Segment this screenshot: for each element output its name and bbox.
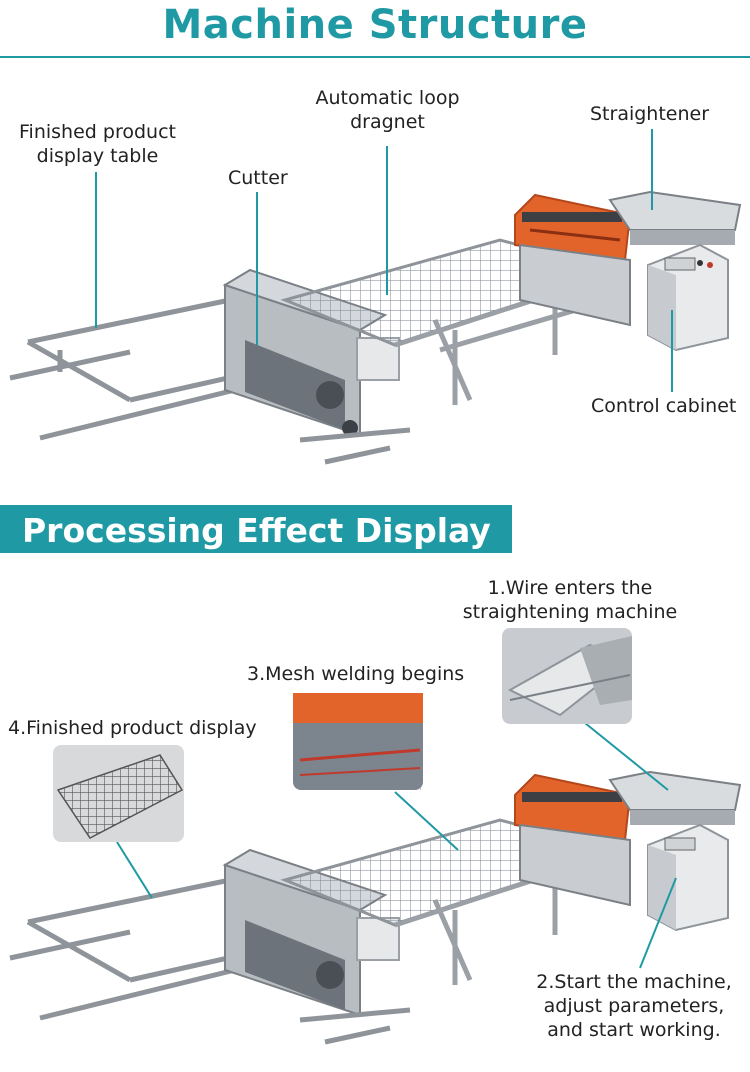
label-step2: 2.Start the machine, adjust parameters, … <box>520 970 748 1042</box>
page-title: Machine Structure <box>162 2 588 48</box>
label-step4: 4.Finished product display <box>8 717 257 739</box>
control-cabinet <box>647 243 729 352</box>
welding-head-bottom <box>514 773 632 907</box>
straightener <box>608 190 742 270</box>
label-dragnet: Automatic loop dragnet <box>305 86 470 134</box>
header-bar: Machine Structure <box>0 0 750 58</box>
label-step1: 1.Wire enters the straightening machine <box>455 576 685 624</box>
label-step3: 3.Mesh welding begins <box>247 663 465 685</box>
thumbnail-finished-product <box>53 745 184 842</box>
label-finished-product-table: Finished product display table <box>10 120 185 168</box>
label-step2-line3: and start working. <box>547 1019 721 1041</box>
header-underline <box>0 56 750 58</box>
label-step1-line2: straightening machine <box>462 601 678 623</box>
cutter-assembly-bottom <box>222 848 411 1045</box>
machine-bottom <box>9 722 742 1045</box>
label-straightener: Straightener <box>590 103 710 125</box>
section-title: Processing Effect Display <box>22 511 491 550</box>
straightener-bottom <box>608 770 742 825</box>
thumbnail-welding <box>293 693 423 790</box>
label-dragnet-line1: Automatic loop <box>315 87 460 109</box>
section-banner: Processing Effect Display <box>0 505 512 553</box>
label-dragnet-line2: dragnet <box>350 111 425 133</box>
label-cutter: Cutter <box>228 167 288 189</box>
control-cabinet-bottom <box>647 823 729 932</box>
label-step1-line1: 1.Wire enters the <box>487 577 653 599</box>
callout-lines-top <box>95 129 673 392</box>
label-finished-table-line2: display table <box>36 145 159 167</box>
thumbnail-straightener <box>502 628 633 724</box>
label-step2-line2: adjust parameters, <box>543 995 725 1017</box>
machine-top <box>9 129 742 465</box>
welding-head <box>514 193 632 327</box>
label-control-cabinet: Control cabinet <box>591 395 737 417</box>
label-step2-line1: 2.Start the machine, <box>536 971 732 993</box>
callout-lines-bottom <box>116 722 677 969</box>
label-finished-table-line1: Finished product <box>19 121 176 143</box>
